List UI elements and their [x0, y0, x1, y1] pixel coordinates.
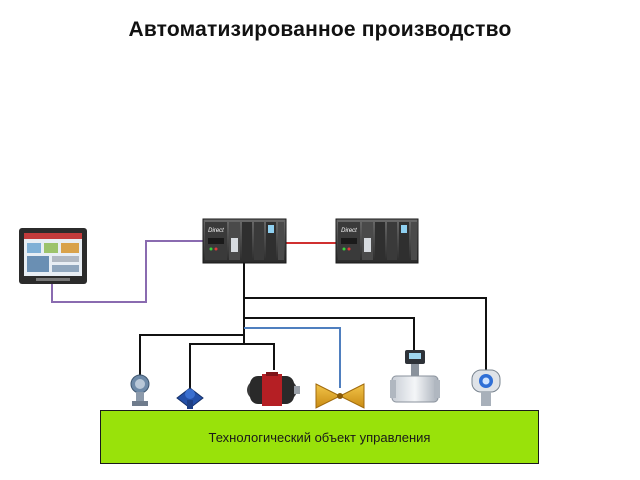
- link-control-valve: [244, 327, 341, 388]
- svg-text:Direct: Direct: [208, 228, 224, 234]
- hmi-link: [51, 240, 214, 303]
- link-pressure-transmitter: [139, 334, 244, 375]
- process-object-box: Технологический объект управления: [100, 410, 539, 464]
- control-valve-icon: [315, 383, 365, 409]
- page-title: Автоматизированное производство: [128, 18, 512, 41]
- link-flow-meter: [244, 317, 415, 350]
- level-transmitter-icon: [471, 369, 501, 406]
- link-electric-motor: [244, 343, 275, 370]
- svg-text:Direct: Direct: [341, 228, 357, 234]
- plc-remote: Direct: [335, 218, 419, 264]
- flow-meter-icon: [390, 350, 440, 403]
- electric-motor-icon: [247, 372, 300, 406]
- pressure-transmitter-icon: [130, 374, 150, 406]
- link-level-transmitter: [244, 297, 487, 372]
- touch-panel-icon: [19, 228, 87, 284]
- temperature-sensor-icon: [176, 387, 204, 409]
- connection-lines: [51, 240, 487, 388]
- link-temperature-sensor: [189, 343, 244, 388]
- process-object-label: Технологический объект управления: [208, 429, 431, 445]
- plc-main: Direct: [202, 218, 287, 264]
